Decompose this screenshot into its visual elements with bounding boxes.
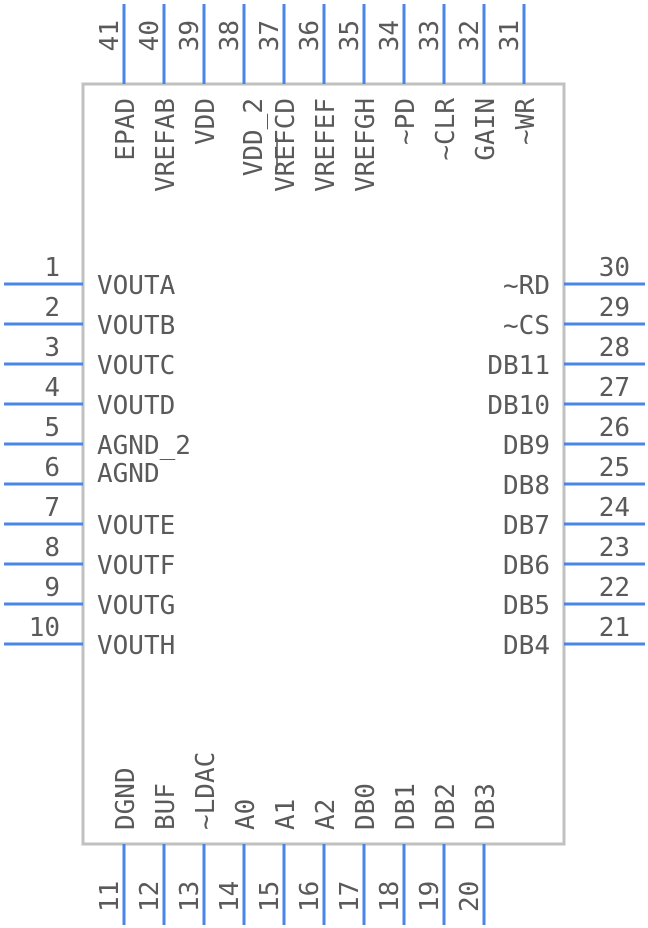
- pin-8-number: 8: [44, 533, 60, 563]
- pin-17-number: 17: [335, 881, 365, 912]
- pin-9-number: 9: [44, 573, 60, 603]
- pin-1-label-vouta: VOUTA: [97, 271, 176, 301]
- pin-27-label-db10: DB10: [487, 391, 550, 421]
- pin-top-label-vrefef: VREFEF: [311, 98, 341, 192]
- pin-18-number: 18: [375, 881, 405, 912]
- pin-14-number: 14: [215, 881, 245, 912]
- pin-7-label-voute: VOUTE: [97, 511, 175, 541]
- pin-23-number: 23: [599, 533, 630, 563]
- pin-3-label-voutc: VOUTC: [97, 351, 175, 381]
- pin-top-label-clr: ~CLR: [431, 98, 461, 161]
- pin-11-label-dgnd: DGND: [111, 767, 141, 830]
- pin-37-number: 37: [255, 20, 285, 51]
- pin-6-label-agnd: AGND: [97, 459, 160, 489]
- pin-20-label-db3: DB3: [471, 783, 501, 830]
- pin-5-number: 5: [44, 413, 60, 443]
- pin-18-label-db1: DB1: [391, 783, 421, 830]
- pin-11-number: 11: [95, 881, 125, 912]
- pin-16-label-a2: A2: [311, 799, 341, 830]
- pin-23-label-db6: DB6: [503, 551, 550, 581]
- pin-17-label-db0: DB0: [351, 783, 381, 830]
- pin-4-number: 4: [44, 373, 60, 403]
- pin-30-number: 30: [599, 253, 630, 283]
- pin-10-number: 10: [29, 613, 60, 643]
- pin-24-label-db7: DB7: [503, 511, 550, 541]
- pin-6-number: 6: [44, 453, 60, 483]
- pin-30-label-rd: ~RD: [503, 271, 550, 301]
- pin-28-number: 28: [599, 333, 630, 363]
- pin-14-label-a0: A0: [231, 799, 261, 830]
- pin-25-label-db8: DB8: [503, 471, 550, 501]
- pin-4-label-voutd: VOUTD: [97, 391, 175, 421]
- pin-27-number: 27: [599, 373, 630, 403]
- pin-5-label-agnd-2: AGND_2: [97, 431, 191, 461]
- pin-top-label-vrefcd: VREFCD: [271, 98, 301, 192]
- pin-12-label-buf: BUF: [151, 783, 181, 830]
- pin-top-label-vrefgh: VREFGH: [351, 98, 381, 192]
- pin-13-label-ldac: ~LDAC: [191, 752, 221, 830]
- pin-28-label-db11: DB11: [487, 351, 550, 381]
- pin-9-label-voutg: VOUTG: [97, 591, 175, 621]
- pin-34-number: 34: [375, 20, 405, 51]
- pin-19-number: 19: [415, 881, 445, 912]
- pin-2-number: 2: [44, 293, 60, 323]
- pin-35-number: 35: [335, 20, 365, 51]
- pin-33-number: 33: [415, 20, 445, 51]
- pin-24-number: 24: [599, 493, 630, 523]
- pin-20-number: 20: [455, 881, 485, 912]
- pin-31-number: 31: [495, 20, 525, 51]
- pin-top-label-vrefab: VREFAB: [151, 98, 181, 192]
- pin-38-number: 38: [215, 20, 245, 51]
- pin-32-number: 32: [455, 20, 485, 51]
- pin-19-label-db2: DB2: [431, 783, 461, 830]
- pin-2-label-voutb: VOUTB: [97, 311, 175, 341]
- pin-29-label-cs: ~CS: [503, 311, 550, 341]
- pin-15-label-a1: A1: [271, 799, 301, 830]
- pin-36-number: 36: [295, 20, 325, 51]
- pin-41-number: 41: [95, 20, 125, 51]
- pin-top-label-wr: ~WR: [511, 98, 541, 145]
- pin-top-label-vdd-2: VDD_2: [239, 98, 269, 176]
- pin-25-number: 25: [599, 453, 630, 483]
- pin-26-number: 26: [599, 413, 630, 443]
- pin-21-number: 21: [599, 613, 630, 643]
- pin-21-label-db4: DB4: [503, 631, 550, 661]
- pin-16-number: 16: [295, 881, 325, 912]
- pin-1-number: 1: [44, 253, 60, 283]
- pin-29-number: 29: [599, 293, 630, 323]
- pin-40-number: 40: [135, 20, 165, 51]
- pin-15-number: 15: [255, 881, 285, 912]
- pin-8-label-voutf: VOUTF: [97, 551, 175, 581]
- pin-13-number: 13: [175, 881, 205, 912]
- pin-top-label-pd: ~PD: [391, 98, 421, 145]
- pin-7-number: 7: [44, 493, 60, 523]
- pin-top-label-vdd: VDD: [191, 98, 221, 145]
- pin-26-label-db9: DB9: [503, 431, 550, 461]
- pins-group: [4, 4, 645, 925]
- ic-body: [81, 82, 566, 846]
- pin-22-label-db5: DB5: [503, 591, 550, 621]
- pin-top-label-epad: EPAD: [111, 98, 141, 161]
- pin-10-label-vouth: VOUTH: [97, 631, 175, 661]
- pin-39-number: 39: [175, 20, 205, 51]
- pin-12-number: 12: [135, 881, 165, 912]
- pin-3-number: 3: [44, 333, 60, 363]
- pin-22-number: 22: [599, 573, 630, 603]
- pin-top-label-gain: GAIN: [471, 98, 501, 161]
